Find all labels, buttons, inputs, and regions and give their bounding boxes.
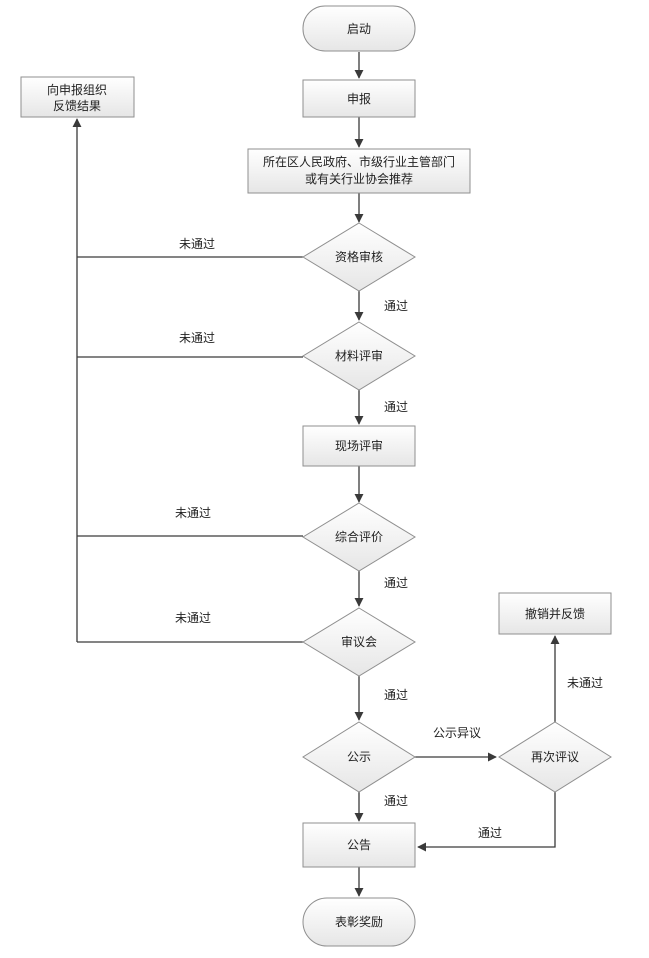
- node-qualification-label: 资格审核: [335, 249, 383, 264]
- node-comprehensive: 综合评价: [302, 502, 416, 572]
- label-qualification-pass: 通过: [384, 299, 408, 313]
- node-material-label: 材料评审: [335, 348, 383, 363]
- node-apply-label: 申报: [347, 91, 371, 106]
- node-start-label: 启动: [347, 22, 371, 36]
- label-publicity-pass: 通过: [384, 794, 408, 808]
- node-qualification: 资格审核: [302, 222, 416, 292]
- node-material: 材料评审: [302, 321, 416, 391]
- node-apply: 申报: [302, 79, 416, 118]
- node-publicity: 公示: [302, 721, 416, 793]
- node-council: 审议会: [302, 607, 416, 677]
- node-recommend: 所在区人民政府、市级行业主管部门 或有关行业协会推荐: [247, 148, 471, 194]
- node-feedback: 向申报组织 反馈结果: [20, 76, 135, 118]
- label-qualification-fail: 未通过: [179, 237, 215, 251]
- node-announce: 公告: [302, 822, 416, 868]
- arrow-review-to-announce: [417, 792, 556, 852]
- label-review-pass: 通过: [478, 826, 502, 840]
- node-review-again-label: 再次评议: [531, 750, 579, 764]
- node-revoke: 撤销并反馈: [498, 592, 612, 635]
- connectors: [72, 52, 560, 897]
- node-review-again: 再次评议: [498, 721, 612, 793]
- node-commend-label: 表彰奖励: [335, 914, 383, 929]
- node-revoke-label: 撤销并反馈: [525, 606, 585, 621]
- label-comprehensive-pass: 通过: [384, 576, 408, 590]
- node-comprehensive-label: 综合评价: [335, 529, 383, 544]
- label-comprehensive-fail: 未通过: [175, 506, 211, 520]
- node-recommend-label-1: 所在区人民政府、市级行业主管部门: [263, 154, 455, 169]
- node-publicity-label: 公示: [347, 750, 371, 764]
- node-feedback-label-1: 向申报组织: [47, 82, 107, 97]
- node-council-label: 审议会: [341, 634, 377, 649]
- label-material-fail: 未通过: [179, 331, 215, 345]
- label-review-fail: 未通过: [567, 676, 603, 690]
- node-commend: 表彰奖励: [302, 897, 416, 947]
- node-recommend-label-2: 或有关行业协会推荐: [305, 171, 413, 186]
- node-announce-label: 公告: [347, 838, 371, 852]
- node-feedback-label-2: 反馈结果: [53, 99, 101, 113]
- node-start: 启动: [302, 5, 416, 52]
- label-material-pass: 通过: [384, 400, 408, 414]
- node-onsite-label: 现场评审: [335, 438, 383, 453]
- node-onsite: 现场评审: [302, 425, 416, 467]
- label-council-fail: 未通过: [175, 611, 211, 625]
- edge-labels: 未通过 未通过 未通过 未通过 通过 通过 通过 通过 通过 公示异议 未通过 …: [175, 237, 603, 840]
- label-council-pass: 通过: [384, 688, 408, 702]
- label-publicity-objection: 公示异议: [433, 726, 481, 740]
